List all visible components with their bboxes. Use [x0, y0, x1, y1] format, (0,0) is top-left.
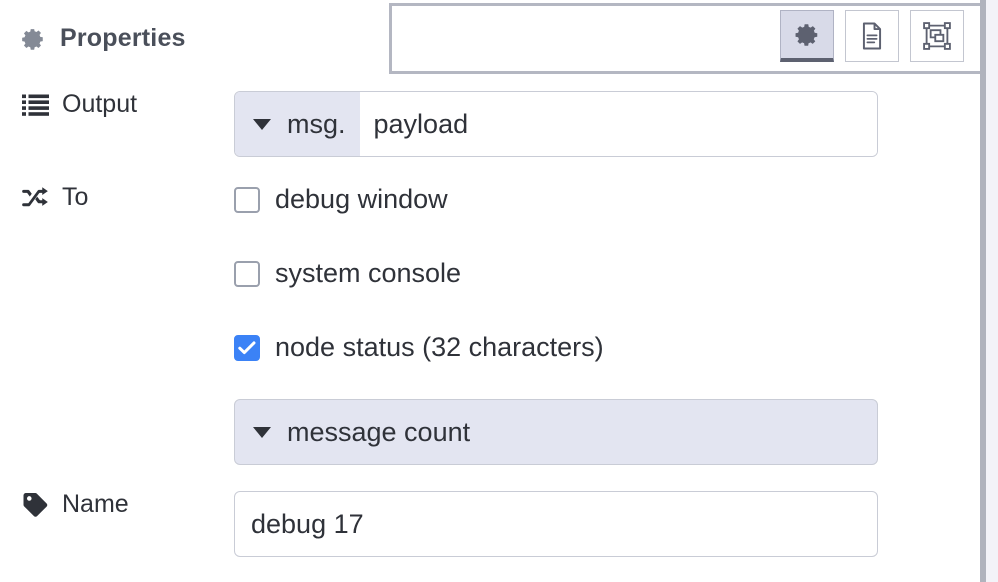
output-type-label: msg.: [287, 108, 346, 139]
to-label: To: [62, 183, 89, 211]
description-tab-button[interactable]: [845, 10, 899, 62]
appearance-tab-button[interactable]: [910, 10, 964, 62]
row-status-type: message count: [0, 399, 980, 465]
row-system-console: system console: [0, 258, 980, 289]
tabbar-bottom-divider: [392, 71, 980, 74]
checkbox-label: node status (32 characters): [275, 332, 604, 362]
list-icon: [22, 91, 49, 118]
row-name: Name: [0, 491, 980, 557]
output-type-select[interactable]: msg.: [235, 92, 360, 156]
panel-tab-buttons: [780, 10, 964, 62]
output-label-group: Output: [0, 91, 234, 118]
checkbox-label: debug window: [275, 184, 448, 214]
checkbox-box: [234, 186, 260, 213]
output-property-input[interactable]: payload: [359, 92, 877, 156]
to-label-group: To: [0, 184, 234, 211]
checkbox-node-status[interactable]: node status (32 characters): [234, 332, 604, 363]
tabbar-top-divider: [0, 3, 980, 6]
checkbox-system-console[interactable]: system console: [234, 258, 461, 289]
gear-icon: [795, 23, 818, 46]
name-label: Name: [62, 490, 129, 518]
output-label: Output: [62, 90, 138, 118]
checkbox-label: system console: [275, 258, 462, 288]
appearance-icon: [923, 22, 951, 50]
status-type-value: message count: [287, 416, 471, 447]
checkbox-box: [234, 334, 260, 361]
row-to: To debug window: [0, 184, 980, 215]
panel-resize-handle[interactable]: [980, 0, 986, 582]
row-output: Output msg. payload: [0, 91, 980, 157]
output-typed-input[interactable]: msg. payload: [234, 91, 878, 157]
status-type-select[interactable]: message count: [234, 399, 878, 465]
checkbox-box: [234, 260, 260, 287]
checkbox-debug-window[interactable]: debug window: [234, 184, 448, 215]
flow-canvas-background: [986, 0, 998, 582]
properties-tab-button[interactable]: [780, 10, 834, 62]
tag-icon: [22, 491, 49, 518]
document-icon: [862, 22, 882, 50]
chevron-down-icon: [253, 426, 271, 438]
gear-icon: [22, 28, 43, 50]
name-label-group: Name: [0, 491, 234, 518]
panel-title: Properties: [60, 24, 186, 52]
row-node-status: node status (32 characters): [0, 332, 980, 363]
check-icon: [238, 340, 256, 354]
panel-tabbar: Properties: [0, 0, 980, 74]
shuffle-icon: [22, 184, 49, 211]
name-input[interactable]: [234, 491, 878, 557]
tab-properties[interactable]: Properties: [0, 3, 392, 74]
chevron-down-icon: [253, 118, 271, 130]
